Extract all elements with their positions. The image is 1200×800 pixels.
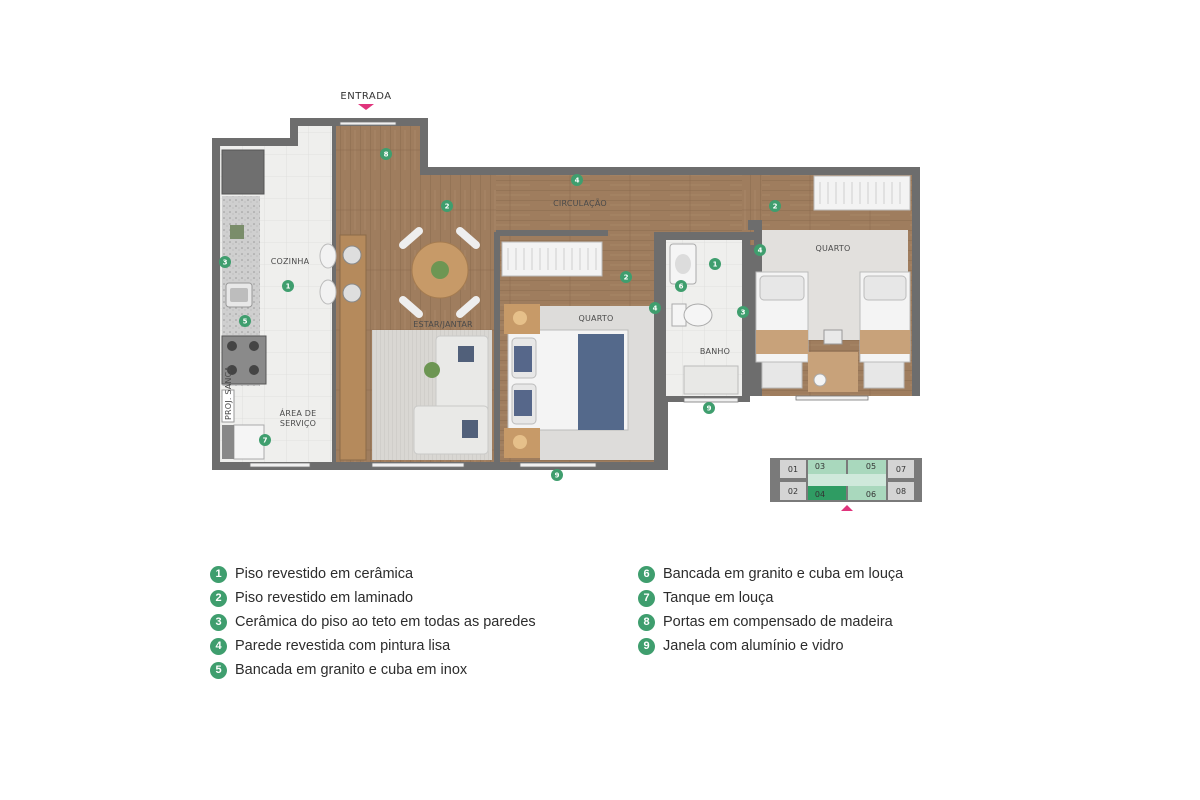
svg-text:1: 1 bbox=[713, 261, 718, 269]
badge: 5 bbox=[239, 315, 251, 327]
legend-text: Tanque em louça bbox=[663, 590, 774, 606]
legend-number-badge: 4 bbox=[210, 637, 227, 655]
key-plan: 01 02 03 04 05 06 07 08 bbox=[770, 458, 922, 511]
windows bbox=[249, 121, 869, 468]
dining-table bbox=[399, 227, 480, 318]
svg-text:9: 9 bbox=[707, 405, 712, 413]
room-label-cozinha: COZINHA bbox=[271, 257, 310, 266]
svg-text:08: 08 bbox=[896, 487, 906, 496]
svg-text:9: 9 bbox=[555, 472, 560, 480]
legend-number-badge: 6 bbox=[638, 565, 655, 583]
legend-number-badge: 8 bbox=[638, 613, 655, 631]
refrigerator bbox=[221, 149, 265, 195]
entrance-arrow-icon bbox=[358, 104, 374, 110]
legend-item: 7 Tanque em louça bbox=[638, 586, 903, 610]
badge: 3 bbox=[737, 306, 749, 318]
key-plan-highlight-unit bbox=[808, 486, 846, 500]
legend-item: 9 Janela com alumínio e vidro bbox=[638, 634, 903, 658]
badge: 2 bbox=[769, 200, 781, 212]
legend-text: Bancada em granito e cuba em louça bbox=[663, 566, 904, 582]
room-label-quarto: QUARTO bbox=[816, 244, 851, 253]
svg-text:02: 02 bbox=[788, 487, 798, 496]
laundry-tank bbox=[233, 424, 265, 460]
legend-number-badge: 1 bbox=[210, 565, 227, 583]
legend-item: 8 Portas em compensado de madeira bbox=[638, 610, 903, 634]
svg-text:03: 03 bbox=[815, 462, 825, 471]
legend-column-right: 6 Bancada em granito e cuba em louça 7 Tan… bbox=[638, 562, 903, 658]
svg-text:07: 07 bbox=[896, 465, 906, 474]
legend-number-badge: 3 bbox=[210, 613, 227, 631]
legend-column-left: 1 Piso revestido em cerâmica 2 Piso revest… bbox=[210, 562, 536, 682]
legend-number-badge: 9 bbox=[638, 637, 655, 655]
legend-text: Piso revestido em cerâmica bbox=[235, 566, 414, 582]
svg-text:4: 4 bbox=[653, 305, 658, 313]
badge: 2 bbox=[620, 271, 632, 283]
svg-text:4: 4 bbox=[758, 247, 763, 255]
svg-text:04: 04 bbox=[815, 490, 825, 499]
svg-text:2: 2 bbox=[445, 203, 450, 211]
room-label-estar-jantar: ESTAR/JANTAR bbox=[413, 320, 473, 329]
double-bed bbox=[507, 329, 629, 431]
entrance-label: ENTRADA bbox=[340, 91, 391, 102]
legend-item: 5 Bancada em granito e cuba em inox bbox=[210, 658, 536, 682]
legend-item: 6 Bancada em granito e cuba em louça bbox=[638, 562, 903, 586]
badge: 4 bbox=[649, 302, 661, 314]
legend-number-badge: 7 bbox=[638, 589, 655, 607]
svg-text:2: 2 bbox=[773, 203, 778, 211]
room-label-quarto: QUARTO bbox=[579, 314, 614, 323]
room-label-proj-sanca: PROJ. SANCA bbox=[224, 366, 233, 420]
twin-beds bbox=[755, 271, 911, 392]
svg-text:3: 3 bbox=[223, 259, 228, 267]
svg-text:2: 2 bbox=[624, 274, 629, 282]
svg-text:4: 4 bbox=[575, 177, 580, 185]
wardrobe bbox=[813, 175, 911, 211]
legend-item: 4 Parede revestida com pintura lisa bbox=[210, 634, 536, 658]
legend-number-badge: 5 bbox=[210, 661, 227, 679]
badge: 4 bbox=[754, 244, 766, 256]
legend-item: 2 Piso revestido em laminado bbox=[210, 586, 536, 610]
legend-text: Parede revestida com pintura lisa bbox=[235, 638, 451, 654]
badge: 4 bbox=[571, 174, 583, 186]
key-plan-pointer-icon bbox=[841, 505, 853, 511]
shower bbox=[683, 365, 739, 395]
wardrobe bbox=[501, 241, 603, 277]
badge: 1 bbox=[709, 258, 721, 270]
room-label-circulacao: CIRCULAÇÃO bbox=[553, 198, 607, 208]
legend-item: 1 Piso revestido em cerâmica bbox=[210, 562, 536, 586]
svg-text:1: 1 bbox=[286, 283, 291, 291]
svg-text:05: 05 bbox=[866, 462, 876, 471]
legend-text: Cerâmica do piso ao teto em todas as par… bbox=[235, 614, 536, 630]
badge: 9 bbox=[551, 469, 563, 481]
badge: 7 bbox=[259, 434, 271, 446]
legend-text: Piso revestido em laminado bbox=[235, 590, 414, 606]
badge: 9 bbox=[703, 402, 715, 414]
svg-text:3: 3 bbox=[741, 309, 746, 317]
svg-text:8: 8 bbox=[384, 151, 389, 159]
svg-text:06: 06 bbox=[866, 490, 876, 499]
floor-plan: ENTRADA COZINHA ÁREA DE SERVIÇO PROJ. SA… bbox=[212, 91, 922, 511]
badge: 8 bbox=[380, 148, 392, 160]
badge: 3 bbox=[219, 256, 231, 268]
legend-text: Janela com alumínio e vidro bbox=[663, 638, 844, 654]
room-label-area-servico: SERVIÇO bbox=[280, 419, 316, 428]
room-label-banho: BANHO bbox=[700, 347, 730, 356]
badge: 6 bbox=[675, 280, 687, 292]
finish-badges: 8 4 2 2 3 1 5 7 2 4 1 6 3 4 9 9 bbox=[219, 148, 781, 481]
legend-item: 3 Cerâmica do piso ao teto em todas as pa… bbox=[210, 610, 536, 634]
badge: 1 bbox=[282, 280, 294, 292]
svg-text:7: 7 bbox=[263, 437, 268, 445]
badge: 2 bbox=[441, 200, 453, 212]
room-label-area-servico: ÁREA DE bbox=[280, 407, 317, 418]
svg-text:6: 6 bbox=[679, 283, 684, 291]
legend-text: Bancada em granito e cuba em inox bbox=[235, 662, 468, 678]
breakfast-counter bbox=[339, 234, 367, 461]
sofa bbox=[413, 335, 489, 455]
legend-text: Portas em compensado de madeira bbox=[663, 614, 893, 630]
svg-text:5: 5 bbox=[243, 318, 248, 326]
svg-text:01: 01 bbox=[788, 465, 798, 474]
legend-number-badge: 2 bbox=[210, 589, 227, 607]
